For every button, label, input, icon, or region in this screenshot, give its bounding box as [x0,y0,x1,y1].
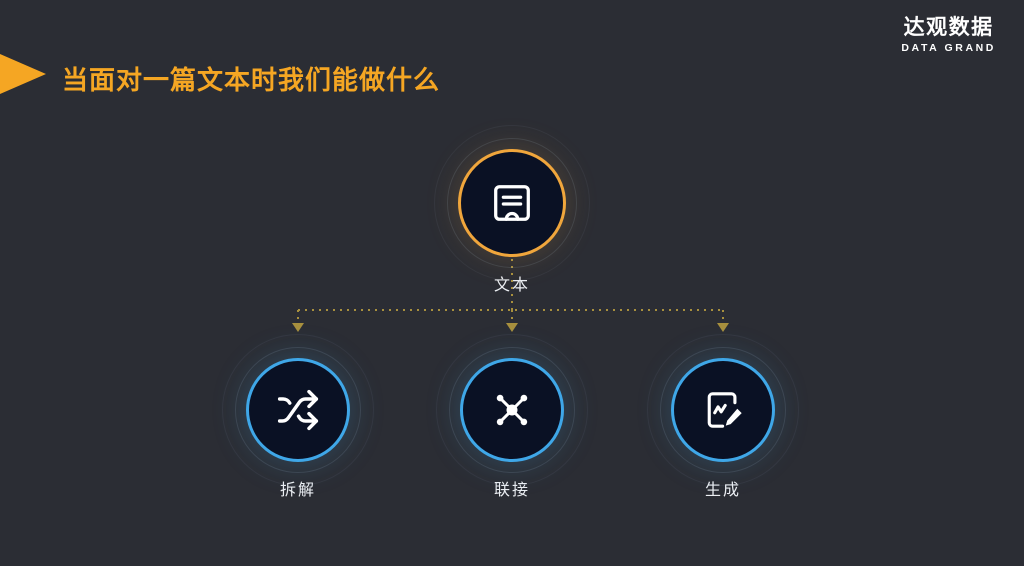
title-arrow-decoration [0,54,46,94]
compose-document-icon [707,392,742,428]
logo-chinese-name: 达观数据 [903,16,994,39]
node-label-text: 文本 [493,277,530,294]
node-label-decompose: 拆解 [279,482,316,499]
node-text: 文本 [432,125,592,295]
connect-node-circle [436,334,588,486]
node-connect: 联接 [432,334,592,500]
bottom-white-bar [0,566,1024,576]
text-node-circle [434,125,590,281]
decompose-node-circle [222,334,374,486]
down-arrow-icon [292,323,729,332]
node-label-connect: 联接 [493,482,530,499]
node-label-generate: 生成 [704,482,741,499]
slide-title: 当面对一篇文本时我们能做什么 [62,65,441,95]
logo-english-name: DATA GRAND [901,42,996,55]
generate-node-circle [647,334,799,486]
network-hub-icon [496,394,528,426]
node-decompose: 拆解 [218,334,378,500]
node-generate: 生成 [643,334,803,500]
datagrand-logo: 达观数据 DATA GRAND [901,16,996,54]
shuffle-icon [277,389,319,431]
document-archive-icon [494,185,530,221]
